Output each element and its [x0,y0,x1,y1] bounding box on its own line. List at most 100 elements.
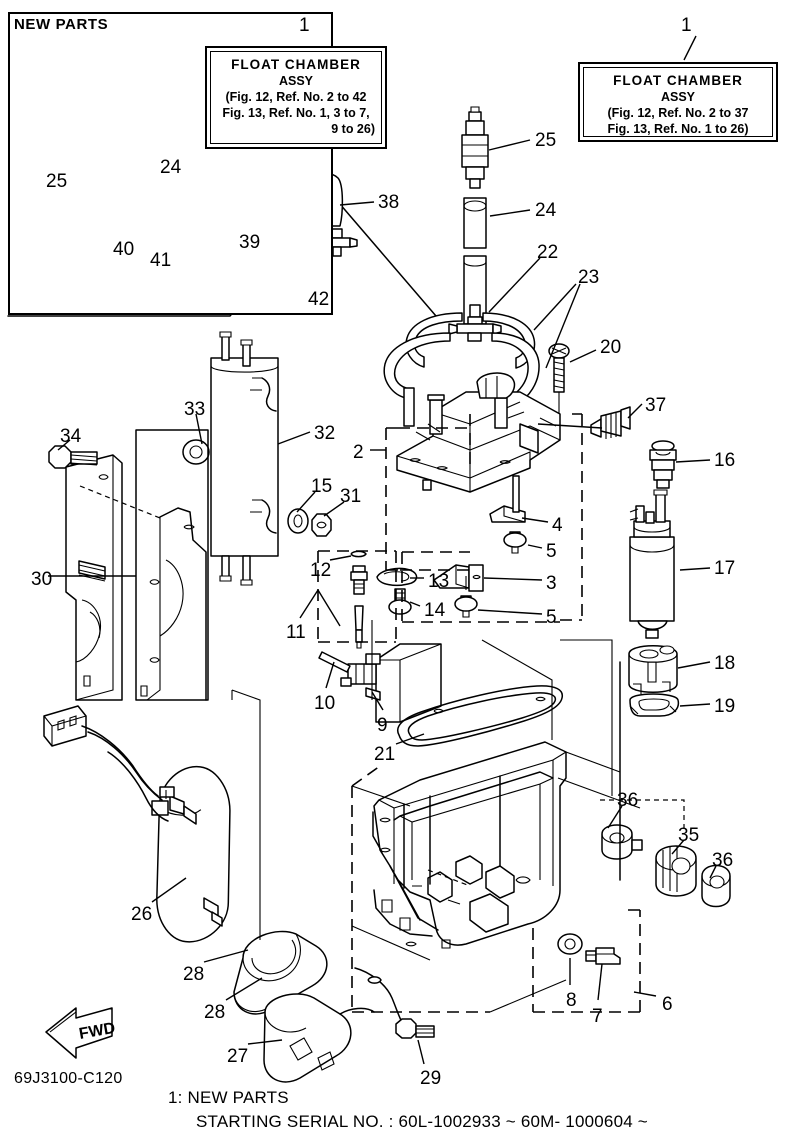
part-9-solenoid [340,643,442,723]
part-number-label: 17 [714,558,736,579]
part-34-bolt [48,445,98,469]
part-number-label: 19 [714,696,736,717]
part-number-label: 42 [308,289,330,310]
svg-text:FWD: FWD [78,1020,117,1043]
part-number-label: 23 [578,267,600,288]
part-16-boot [649,440,677,489]
part-number-label: 27 [227,1046,249,1067]
part-number-label: 18 [714,653,736,674]
drawing-code: 69J3100-C120 [14,1070,123,1087]
group-thin-1 [600,799,685,830]
part-number-label: 22 [537,242,559,263]
part-number-label: 20 [600,337,622,358]
part-14-screw [388,588,412,615]
part-number-label: 13 [428,571,450,592]
part-37-plug [590,406,631,439]
part-number-label: 36 [712,850,734,871]
part-2-body [396,372,561,493]
part-5-bolt-upper [503,531,527,554]
part-number-label: 30 [31,569,53,590]
callout-right-line-4: Fig. 13, Ref. No. 1 to 26) [607,122,749,136]
bracket-bolt-lower [78,560,106,582]
part-15-washer [287,508,309,534]
part-number-label: 41 [150,250,172,271]
part-25-main [461,106,489,189]
part-number-label: 35 [678,825,700,846]
part-number-label: 39 [239,232,261,253]
part-32-rail [210,331,279,586]
part-number-label: 15 [311,476,333,497]
part-17-pump [629,489,675,639]
callout-box-right: FLOAT CHAMBER ASSY (Fig. 12, Ref. No. 2 … [578,62,778,142]
group-box-6 [532,909,641,1013]
new-parts-panel-title: NEW PARTS [14,16,109,33]
part-number-label: 1 [681,15,692,36]
callout-right-line-2: ASSY [660,90,696,104]
callout-right-line-3: (Fig. 12, Ref. No. 2 to 37 [607,106,749,120]
part-number-label: 11 [286,622,306,643]
part-number-label: 3 [546,573,557,594]
part-number-label: 5 [546,607,557,628]
part-19-clip [629,693,680,717]
part-number-label: 7 [592,1006,603,1027]
callout-box-left: FLOAT CHAMBER ASSY (Fig. 12, Ref. No. 2 … [205,46,387,149]
footnote-new-parts: 1: NEW PARTS [168,1088,289,1107]
group-box-3-5 [401,551,560,623]
group-box-2 [385,427,400,571]
part-number-label: 29 [420,1068,442,1089]
float-chamber-casting [372,741,567,949]
part-number-label: 12 [310,560,332,581]
callout-left-line-2: ASSY [278,74,314,88]
part-number-label: 16 [714,450,736,471]
group-box-bottom [351,765,490,1013]
part-7-bolt [585,947,621,965]
part-21-gasket [397,685,564,747]
part-number-label: 21 [374,744,396,765]
part-36-bushing-right [701,864,731,908]
group-box-11 [317,550,397,643]
part-number-label: 4 [552,515,563,536]
part-number-label: 8 [566,990,577,1011]
part-number-label: 28 [183,964,205,985]
part-number-label: 34 [60,426,82,447]
part-30-bracket [65,429,209,701]
part-36-bushing-top [601,824,643,860]
part-24-main [463,197,487,249]
part-5-bolt-lower [454,595,478,618]
footnote-serial-number: STARTING SERIAL NO. : 60L-1002933 ~ 60M-… [196,1112,648,1131]
part-27-holder [263,993,375,1083]
part-26-pump [43,705,231,943]
part-number-label: 6 [662,994,673,1015]
part-number-label: 33 [184,399,206,420]
part-number-label: 38 [378,192,400,213]
part-number-label: 5 [546,541,557,562]
callout-left-line-4: Fig. 13, Ref. No. 1, 3 to 7, [222,106,370,120]
part-number-label: 31 [340,486,362,507]
part-number-label: 24 [535,200,557,221]
part-number-label: 40 [113,239,135,260]
callout-left-line-5: 9 to 26) [331,122,375,136]
part-number-label: 32 [314,423,336,444]
part-35-bushing [655,845,697,897]
part-number-label: 24 [160,157,182,178]
part-number-label: 9 [377,715,388,736]
part-31-nut [311,513,332,537]
part-33-grommet [182,439,210,465]
part-number-label: 25 [46,171,68,192]
part-number-label: 28 [204,1002,226,1023]
part-4-bracket [489,475,526,523]
callout-left-line-1: FLOAT CHAMBER [231,57,361,72]
part-number-label: 36 [617,790,639,811]
part-8-washer [557,933,583,955]
part-10-pin [318,651,351,673]
part-number-label: 25 [535,130,557,151]
callout-left-line-3: (Fig. 12, Ref. No. 2 to 42 [225,90,367,104]
part-28-sleeve [233,930,328,1015]
callout-right-line-1: FLOAT CHAMBER [613,73,743,88]
part-12-needle [350,550,368,649]
fwd-arrow-icon: FWD [45,1007,117,1059]
part-number-label: 26 [131,904,153,925]
part-number-label: 14 [424,600,446,621]
